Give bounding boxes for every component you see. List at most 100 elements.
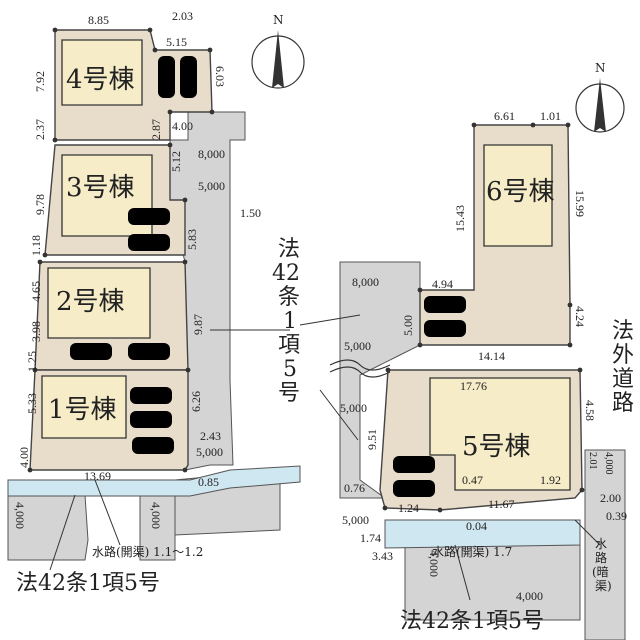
dim-label: 0.39 <box>606 509 627 523</box>
dim-label: 4,000 <box>603 452 614 475</box>
dim-label: 4.00 <box>17 447 31 468</box>
dim-label: 2.00 <box>600 491 621 505</box>
dim-label: 8,000 <box>198 147 225 161</box>
culvert-label: 水 路 (暗 渠) <box>592 537 612 593</box>
dim-label: 0.47 <box>462 473 483 487</box>
dim-label: 3.98 <box>29 321 43 342</box>
building-1-label: 1号棟 <box>48 395 117 425</box>
dim-label: 9.87 <box>191 314 205 335</box>
building-3-label: 3号棟 <box>66 173 135 203</box>
dim-label: 0.76 <box>344 481 365 495</box>
dim-label: 8.85 <box>88 13 109 27</box>
dim-label: 9.78 <box>33 194 47 215</box>
dim-label: 4.94 <box>432 277 453 291</box>
dim-label: 0.04 <box>466 519 487 533</box>
dim-label: 17.76 <box>460 379 487 393</box>
dim-label: 3.43 <box>372 549 393 563</box>
house-5 <box>429 377 571 491</box>
dim-label: 2.43 <box>200 429 221 443</box>
dim-label: 1.92 <box>540 473 561 487</box>
dim-label: 4.00 <box>172 119 193 133</box>
north-label: N <box>273 13 284 27</box>
svg-text:1: 1 <box>283 309 297 334</box>
svg-text:(暗: (暗 <box>592 564 609 579</box>
building-4-label: 4号棟 <box>66 65 135 95</box>
dim-label: 4,000 <box>427 550 441 577</box>
svg-text:道: 道 <box>612 367 634 392</box>
outside-road-label: 法 外 道 路 <box>612 319 634 416</box>
waterway-left-label: 水路(開渠) 1.1～1.2 <box>92 544 203 559</box>
dim-label: 4.24 <box>573 306 587 327</box>
building-2-label: 2号棟 <box>56 287 125 317</box>
private-road-label: 法 42 条 1 項 5 号 <box>272 237 300 406</box>
dim-label: 1.25 <box>25 351 39 372</box>
break-line-2 <box>329 366 391 378</box>
bottom-left-road-label: 法42条1項5号 <box>16 571 160 596</box>
dim-label: 1.18 <box>29 235 43 256</box>
svg-text:外: 外 <box>612 343 634 368</box>
dim-label: 8,000 <box>352 275 379 289</box>
dim-label: 5,000 <box>198 179 225 193</box>
north-arrow-icon: N <box>251 13 305 89</box>
svg-text:路: 路 <box>595 550 607 565</box>
dim-label: 4,000 <box>149 502 163 529</box>
north-arrow-icon-right: N <box>575 61 625 133</box>
dim-label: 2.03 <box>172 9 193 23</box>
svg-text:条: 条 <box>278 285 300 310</box>
dim-label: 5.15 <box>166 35 187 49</box>
dim-label: 9.51 <box>365 429 379 450</box>
dim-label: 5,000 <box>342 513 369 527</box>
dim-label: 5.12 <box>169 151 183 172</box>
dim-label: 11.67 <box>488 497 515 511</box>
dim-label: 5.00 <box>401 315 415 336</box>
svg-text:5: 5 <box>283 357 297 382</box>
dim-label: 7.92 <box>33 71 47 92</box>
building-5-label: 5号棟 <box>462 432 531 462</box>
house-2 <box>47 267 151 339</box>
dim-label: 6.61 <box>494 109 515 123</box>
dim-label: 15.99 <box>573 190 587 217</box>
dim-label: 4.65 <box>29 281 43 302</box>
svg-text:42: 42 <box>272 261 300 286</box>
dim-label: 4,000 <box>13 502 27 529</box>
dim-label: 4.58 <box>583 400 597 421</box>
dim-label: 13.69 <box>84 469 111 483</box>
dim-label: 5,000 <box>344 339 371 353</box>
svg-text:路: 路 <box>612 391 634 416</box>
dim-label: 1.50 <box>240 206 261 220</box>
svg-text:水: 水 <box>595 537 607 551</box>
svg-text:項: 項 <box>278 333 300 358</box>
leader-lines <box>49 314 601 601</box>
dim-label: 1.74 <box>360 531 381 545</box>
dim-label: 1.01 <box>540 109 561 123</box>
boundary-markers-left <box>27 27 215 473</box>
dim-label: 2.37 <box>33 119 47 140</box>
house-4 <box>61 39 143 106</box>
building-6-label: 6号棟 <box>486 177 555 207</box>
waterway-right <box>384 519 581 549</box>
dim-label: 6.03 <box>213 66 227 87</box>
svg-text:号: 号 <box>278 381 300 406</box>
dim-label: 15.43 <box>453 205 467 232</box>
waterway-left <box>7 465 301 497</box>
dim-label: 4,000 <box>516 589 543 603</box>
boundary-markers-right <box>382 122 585 513</box>
house-6 <box>483 144 553 247</box>
dim-label: 2.01 <box>587 452 598 470</box>
dim-label: 5.33 <box>25 393 39 414</box>
north-label-right: N <box>595 61 606 75</box>
outside-road-right <box>584 449 626 640</box>
bottom-right-road-label: 法42条1項5号 <box>400 609 544 634</box>
dim-label: 5.83 <box>185 229 199 250</box>
dim-label: 0.85 <box>198 475 219 489</box>
svg-text:法: 法 <box>278 237 300 262</box>
break-line <box>329 359 391 371</box>
dim-label: 6.26 <box>189 391 203 412</box>
dim-label: 14.14 <box>478 349 505 363</box>
house-1 <box>41 375 127 439</box>
svg-text:渠): 渠) <box>595 579 612 593</box>
dim-label: 1.24 <box>398 501 419 515</box>
svg-text:法: 法 <box>612 319 634 344</box>
waterway-right-label: 水路(開渠) 1.7 <box>432 544 512 559</box>
